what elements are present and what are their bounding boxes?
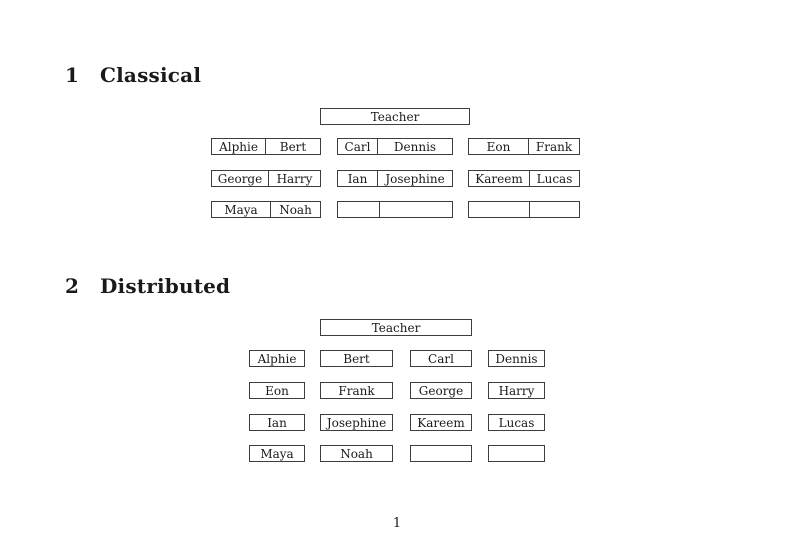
seat-cell: Bert — [279, 139, 307, 154]
seat-cell: Noah — [279, 202, 312, 217]
seat-cell: Alphie — [212, 139, 266, 154]
desk: Ian Josephine — [337, 170, 453, 187]
section-number: 1 — [65, 63, 80, 87]
seat-cell: Harry — [276, 171, 313, 186]
seat-cell: Ian — [338, 171, 378, 186]
seat-box: Kareem — [410, 414, 472, 431]
desk: Maya Noah — [211, 201, 321, 218]
section-title: Distributed — [100, 274, 231, 298]
seat-box: Lucas — [488, 414, 545, 431]
seat-box: Eon — [249, 382, 305, 399]
seat-box: Ian — [249, 414, 305, 431]
seat-cell — [469, 202, 530, 217]
seat-cell: Maya — [212, 202, 271, 217]
desk: Carl Dennis — [337, 138, 453, 155]
desk — [468, 201, 580, 218]
seat-cell: George — [212, 171, 269, 186]
seat-cell: Frank — [535, 139, 573, 154]
seat-box: Carl — [410, 350, 472, 367]
seat-cell: Carl — [338, 139, 378, 154]
seat-box: Noah — [320, 445, 393, 462]
seat-cell: Kareem — [469, 171, 530, 186]
page-number: 1 — [392, 516, 402, 531]
teacher-box: Teacher — [320, 108, 470, 125]
section-number: 2 — [65, 274, 80, 298]
seat-cell: Josephine — [385, 171, 445, 186]
seat-cell — [338, 202, 380, 217]
seat-cell: Eon — [469, 139, 529, 154]
seat-cell: Dennis — [393, 139, 437, 154]
seat-box: Josephine — [320, 414, 393, 431]
seat-box: Harry — [488, 382, 545, 399]
desk: Kareem Lucas — [468, 170, 580, 187]
desk: George Harry — [211, 170, 321, 187]
teacher-box: Teacher — [320, 319, 472, 336]
seat-box: Alphie — [249, 350, 305, 367]
seat-cell — [380, 202, 452, 217]
section-heading-distributed: 2 Distributed — [65, 276, 230, 296]
seat-box: Bert — [320, 350, 393, 367]
desk — [337, 201, 453, 218]
seat-box: Dennis — [488, 350, 545, 367]
seat-cell — [530, 202, 579, 217]
seat-box: Maya — [249, 445, 305, 462]
section-heading-classical: 1 Classical — [65, 65, 201, 85]
desk: Alphie Bert — [211, 138, 321, 155]
seat-box — [410, 445, 472, 462]
seat-box: Frank — [320, 382, 393, 399]
section-title: Classical — [100, 63, 202, 87]
desk: Eon Frank — [468, 138, 580, 155]
seat-box — [488, 445, 545, 462]
seat-box: George — [410, 382, 472, 399]
seat-cell: Lucas — [536, 171, 573, 186]
